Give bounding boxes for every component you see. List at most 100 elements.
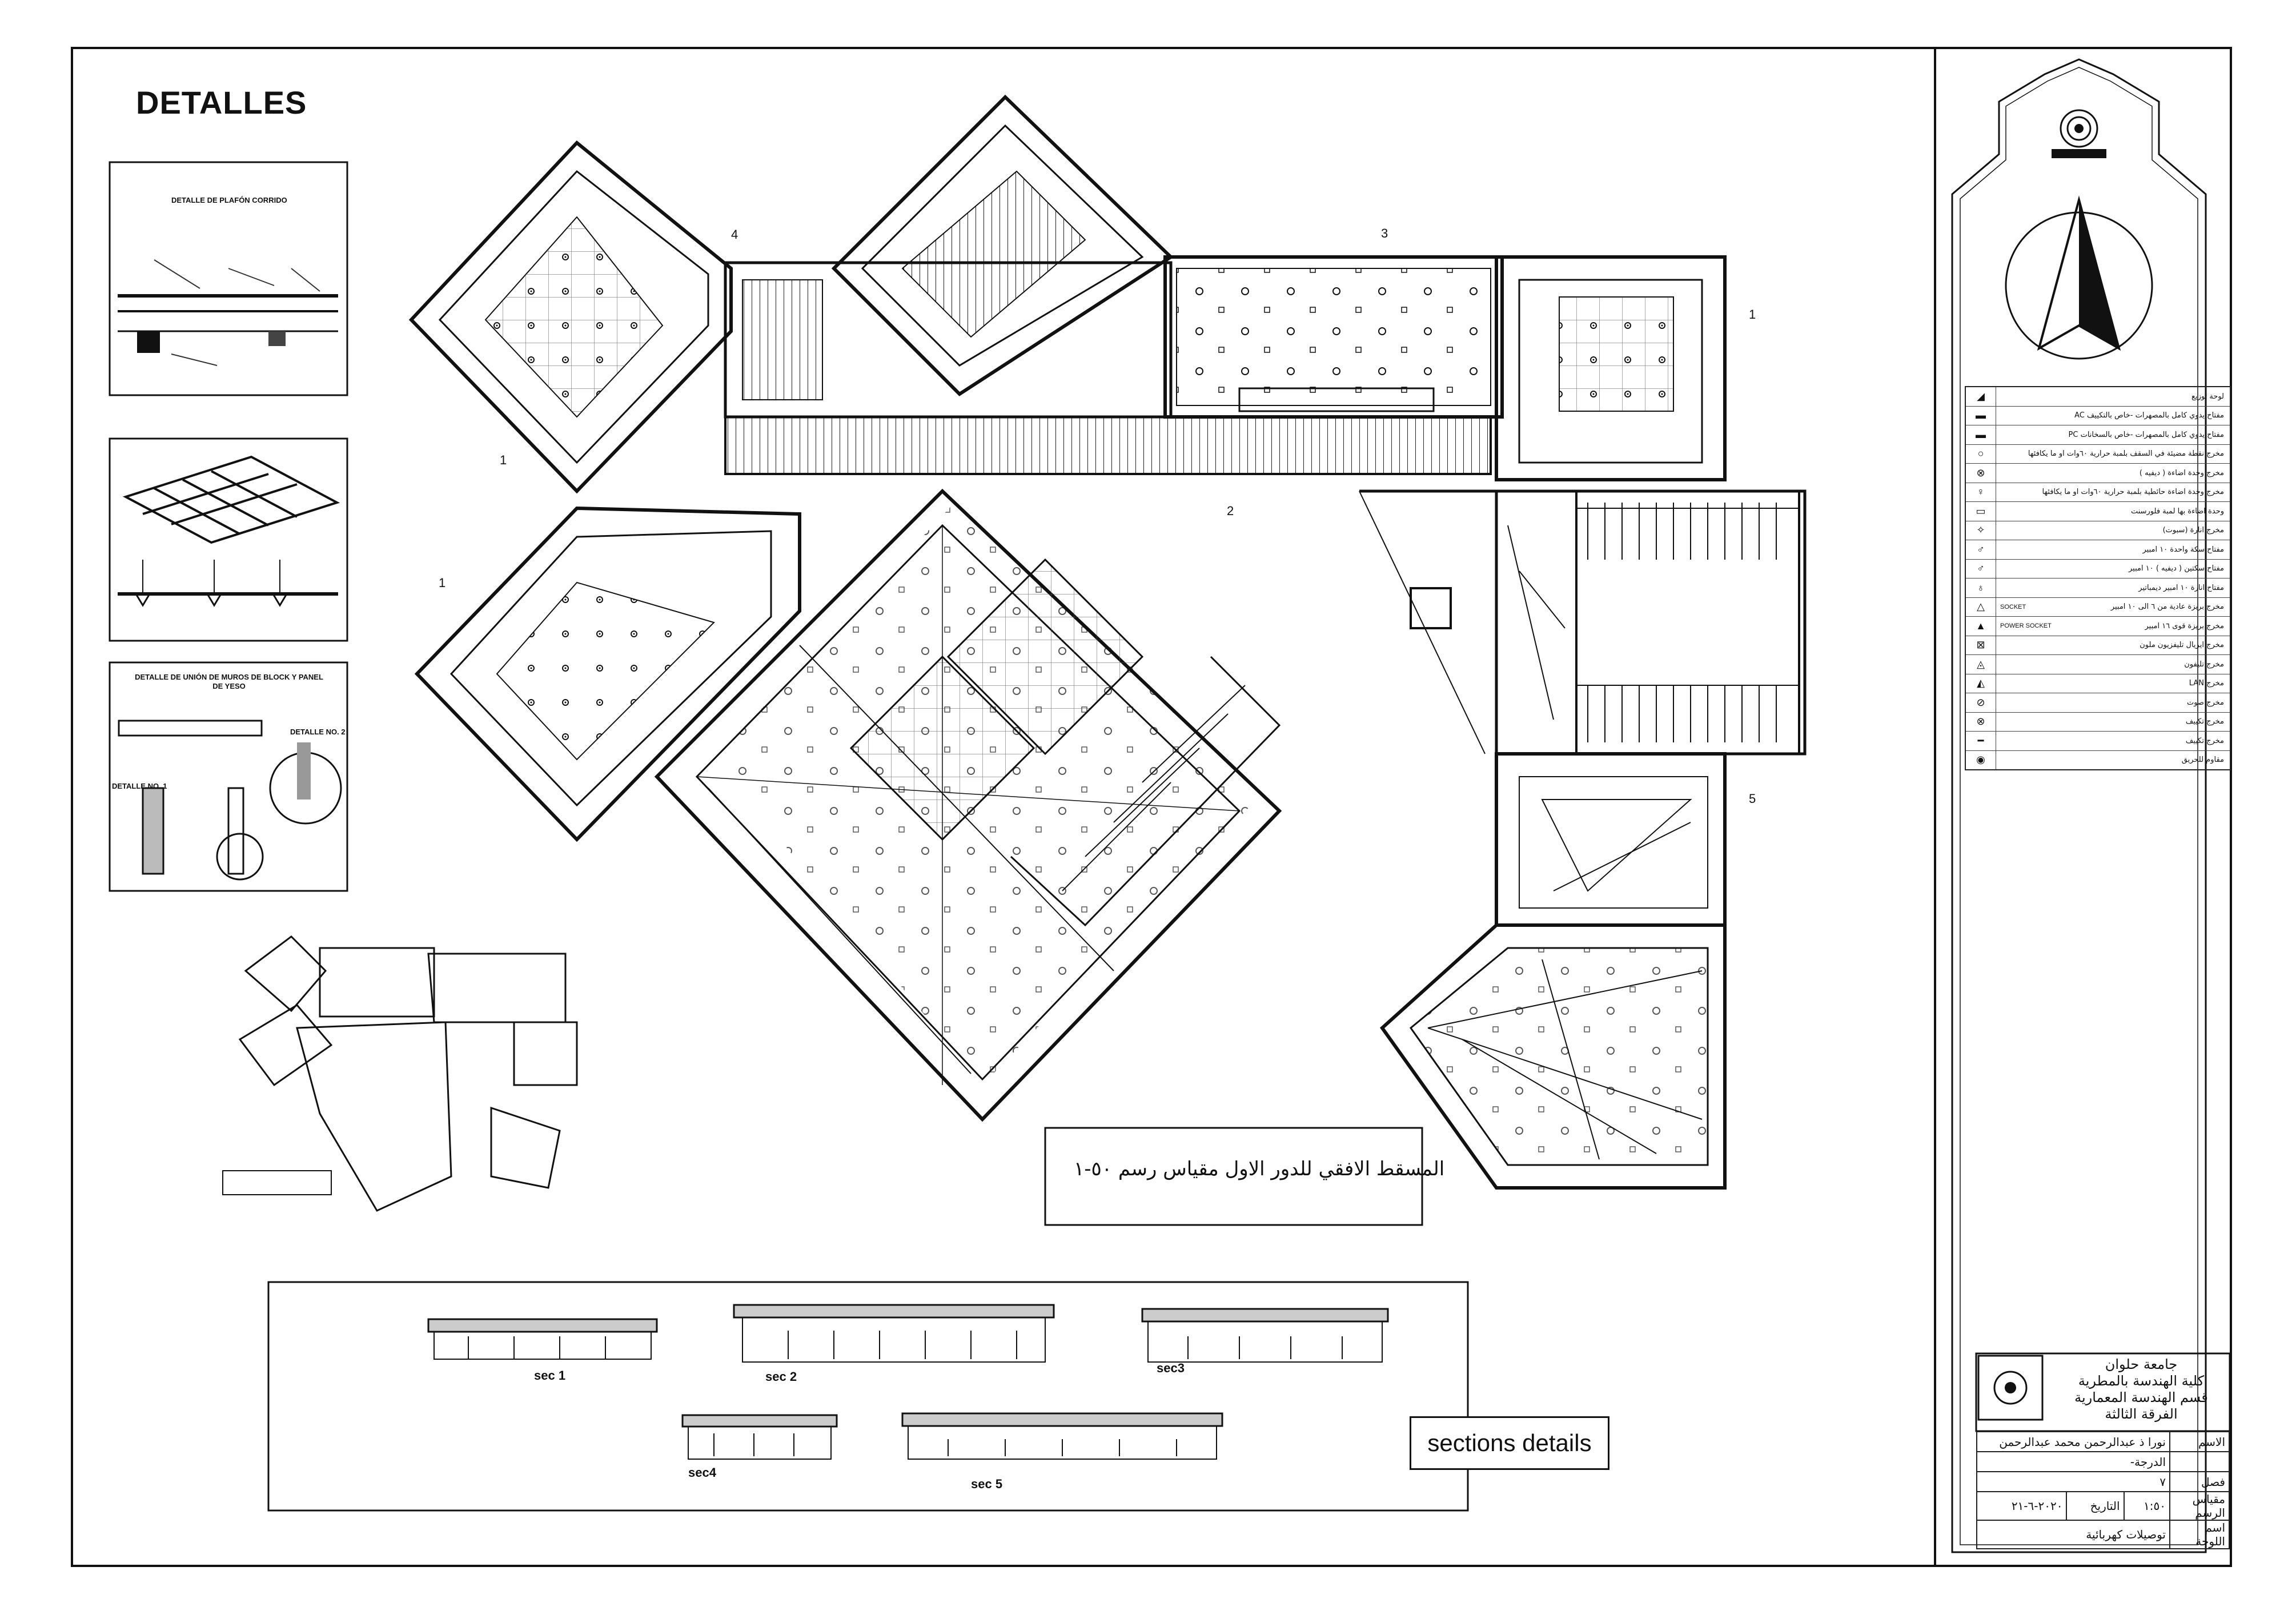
legend-label: مفتاح سكتين ( ديفيه ) ١٠ امبير — [2128, 564, 2224, 573]
legend-label: وحدة اضاءة بها لمبة فلورسنت — [2130, 507, 2224, 516]
room-5 — [1495, 752, 1727, 927]
legend-row: ▭وحدة اضاءة بها لمبة فلورسنت — [1966, 502, 2230, 521]
tb-row-name: الاسم نورا ذ عبدالرحمن محمد عبدالرحمن — [1976, 1431, 2230, 1452]
sec-4 — [681, 1414, 838, 1460]
legend-label: مخرج انارة (سبوت) — [2162, 526, 2224, 535]
marker-1b: 1 — [439, 576, 446, 590]
legend-label: مخرج تكييف — [2185, 736, 2224, 745]
grade: الدرجة- — [1976, 1451, 2170, 1472]
legend-row: ♂مفتاح سكة واحدة ١٠ امبير — [1966, 540, 2230, 560]
room-diamond-w — [414, 506, 801, 842]
year-line: الفرقة الثالثة — [2105, 1406, 2178, 1422]
sec-4-label: sec4 — [688, 1465, 716, 1480]
title-block-arch — [1951, 58, 2207, 1553]
legend-row: ♂ مفتاح سكتين ( ديفيه ) ١٠ امبير — [1966, 559, 2230, 578]
sec-3 — [1141, 1308, 1389, 1363]
legend-row: ♀مخرج وحدة اضاءة حائطية بلمبة حرارية ٦٠و… — [1966, 483, 2230, 502]
detail-1-title: DETALLE DE PLAFÓN CORRIDO — [171, 196, 287, 204]
legend-tag: POWER SOCKET — [2000, 622, 2052, 630]
legend-table: ◢لوحة توزيع ▬ مفتاح يدوي كامل بالمصهرات -… — [1965, 386, 2231, 770]
legend-label: مخرج LAN — [2189, 679, 2224, 688]
legend-label: مخرج صوت — [2186, 698, 2224, 707]
legend-label: مخرج بريزة قوى ١٦ امبير — [2145, 621, 2224, 630]
date-value: ٢٠٢٠-٦-٢١ — [1976, 1491, 2068, 1521]
phone-icon: ◬ — [1966, 655, 1996, 674]
sound-icon: ⊘ — [1966, 693, 1996, 712]
legend-label: مخرج نقطة مضيئة في السقف بلمبة حرارية ٦٠… — [2028, 449, 2224, 459]
north-arrow-icon — [2005, 195, 2153, 360]
legend-row: ✧مخرج انارة (سبوت) — [1966, 521, 2230, 540]
stair-block — [1359, 489, 1807, 756]
marker-1a: 1 — [500, 453, 507, 467]
legend-label: مخرج تليفون — [2184, 660, 2224, 669]
legend-row: ━ مخرج تكييف — [1966, 732, 2230, 751]
sec-1 — [427, 1318, 658, 1360]
detail-union-muros — [109, 661, 348, 892]
ceiling-outlet-icon: ○ — [1966, 444, 1996, 463]
legend-label: مخرج تكييف — [2185, 717, 2224, 726]
socket-icon: △ — [1966, 597, 1996, 616]
legend-row: ⊠مخرج ايريال تليفزيون ملون — [1966, 636, 2230, 655]
detail-3-sub-1: DETALLE NO. 1 — [112, 782, 167, 790]
title-block-table: الاسم نورا ذ عبدالرحمن محمد عبدالرحمن ال… — [1976, 1431, 2230, 1549]
legend-row: ◉ مقاوم للحريق — [1966, 750, 2230, 769]
marker-3: 3 — [1381, 226, 1388, 240]
switch-1-icon: ♂ — [1966, 540, 1996, 559]
department-line: قسم الهندسة المعمارية — [2074, 1389, 2208, 1405]
sheet-name: توصيلات كهربائية — [1976, 1520, 2170, 1549]
legend-row: ◬ مخرج تليفون — [1966, 655, 2230, 674]
class-number: ٧ — [1976, 1471, 2170, 1492]
legend-label: مفتاح يدوي كامل بالمصهرات -خاص بالسخانات… — [2068, 430, 2224, 439]
legend-row: ⊗مخرج وحدة اضاءة ( ديفيه ) — [1966, 464, 2230, 483]
legend-row: ▲ مخرج بريزة قوى ١٦ امبير POWER SOCKET — [1966, 617, 2230, 636]
legend-label: مقاوم للحريق — [2181, 756, 2224, 765]
legend-row: ▬ مفتاح يدوي كامل بالمصهرات -خاص بالسخانا… — [1966, 425, 2230, 445]
legend-row: ◢لوحة توزيع — [1966, 387, 2230, 407]
sec-3-label: sec3 — [1157, 1361, 1185, 1375]
legend-label: مخرج ايريال تليفزيون ملون — [2140, 641, 2224, 650]
switch-2-icon: ♂ — [1966, 559, 1996, 578]
fire-icon: ◉ — [1966, 750, 1996, 769]
marker-5: 5 — [1749, 792, 1756, 806]
university-line: جامعة حلوان — [2105, 1356, 2178, 1372]
detail-3-title: DETALLE DE UNIÓN DE MUROS DE BLOCK Y PAN… — [135, 673, 323, 690]
legend-label: مخرج وحدة اضاءة حائطية بلمبة حرارية ٦٠وا… — [2042, 488, 2224, 497]
detail-3-sub-2: DETALLE NO. 2 — [290, 728, 346, 736]
ac-switch-icon: ▬ — [1966, 406, 1996, 425]
sheet-border — [71, 47, 2232, 1567]
lan-icon: ◭ — [1966, 674, 1996, 693]
legend-row: ◭ مخرج LAN — [1966, 674, 2230, 693]
legend-label: مفتاح انارة ١٠ امبير ديمباتير — [2138, 583, 2224, 592]
legend-tag: SOCKET — [2000, 603, 2026, 610]
faculty-line: كلية الهندسة بالمطرية — [2078, 1373, 2205, 1389]
tb-label: فصل — [2169, 1471, 2230, 1492]
room-diamond-nw — [408, 140, 733, 494]
tb-label: اسم اللوحة — [2169, 1520, 2230, 1549]
room-se — [1380, 923, 1727, 1190]
power-socket-icon: ▲ — [1966, 617, 1996, 636]
marker-4: 4 — [731, 227, 738, 242]
university-logo-top — [2052, 109, 2106, 158]
legend-label: مفتاح يدوي كامل بالمصهرات -خاص بالتكييف … — [2074, 411, 2224, 420]
ac-line-icon: ━ — [1966, 732, 1996, 750]
panel-icon: ◢ — [1966, 387, 1996, 406]
legend-row: ▬ مفتاح يدوي كامل بالمصهرات -خاص بالتكييف… — [1966, 406, 2230, 425]
detail-suspension-grid — [109, 437, 348, 642]
tb-label — [2169, 1451, 2230, 1472]
sec-2 — [733, 1304, 1055, 1363]
detail-plafon-corrido — [109, 161, 348, 396]
tb-row-scale: مقياس الرسم ١:٥٠ التاريخ ٢٠٢٠-٦-٢١ — [1976, 1491, 2230, 1521]
ac-outlet-icon: ⊗ — [1966, 712, 1996, 731]
university-name: جامعة حلوان كلية الهندسة بالمطرية قسم ال… — [2056, 1356, 2226, 1423]
plan-caption: المسقط الافقي للدور الاول مقياس رسم ٥٠-١ — [1074, 1158, 1445, 1180]
legend-row: ♁مفتاح انارة ١٠ امبير ديمباتير — [1966, 578, 2230, 598]
legend-label: مخرج بريزة عادية من ٦ الى ١٠ امبير — [2110, 602, 2224, 612]
ac-switch2-icon: ▬ — [1966, 425, 1996, 444]
tb-row-sheet: اسم اللوحة توصيلات كهربائية — [1976, 1520, 2230, 1549]
sec-1-label: sec 1 — [534, 1368, 566, 1383]
sec-5 — [901, 1412, 1223, 1460]
plan-caption-box — [1044, 1127, 1423, 1226]
corridor — [724, 416, 1492, 475]
university-logo-bottom — [1977, 1355, 2044, 1421]
